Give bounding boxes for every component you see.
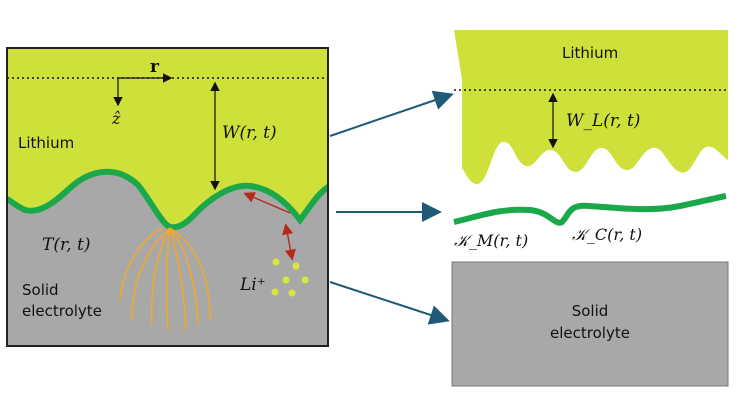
lithium-label-right: Lithium — [562, 44, 618, 62]
kappa-c-label: 𝒦_C(r, t) — [572, 225, 642, 244]
ion-dot — [301, 276, 309, 284]
z-axis-label: ẑ — [111, 109, 121, 128]
ion-dot — [292, 262, 300, 270]
arrow-to-lithium — [329, 90, 454, 137]
ion-dot — [271, 288, 279, 296]
ion-flux-arrow — [282, 223, 296, 261]
right-lithium-shape — [454, 30, 728, 185]
lithium-label-left: Lithium — [18, 134, 74, 152]
temperature-label: T(r, t) — [42, 235, 91, 255]
solid-label-left-line2: electrolyte — [22, 302, 102, 320]
ion-label: Li⁺ — [239, 275, 266, 295]
solid-label-right-line2: electrolyte — [550, 324, 630, 342]
ion-dot — [288, 289, 296, 297]
right-interface-line — [453, 193, 727, 226]
ion-dot — [272, 258, 280, 266]
interface-line — [7, 168, 328, 231]
width-label: W(r, t) — [222, 123, 277, 143]
r-axis-label: r — [150, 57, 160, 77]
left-panel-border — [6, 47, 329, 347]
right-width-label: W_L(r, t) — [566, 111, 640, 131]
surface-diffusion-arrow — [243, 192, 291, 214]
solid-label-left-line1: Solid — [22, 281, 59, 299]
lithium-region — [7, 48, 328, 228]
left-panel — [7, 48, 328, 346]
lithium-ions — [271, 258, 309, 297]
right-lithium-block — [454, 30, 728, 185]
ion-dot — [282, 276, 290, 284]
right-solid-block — [451, 261, 729, 387]
arrow-to-solid — [329, 281, 450, 325]
solid-label-right-line1: Solid — [572, 302, 609, 320]
kappa-m-label: 𝒦_M(r, t) — [454, 231, 528, 250]
current-lines — [119, 227, 211, 331]
